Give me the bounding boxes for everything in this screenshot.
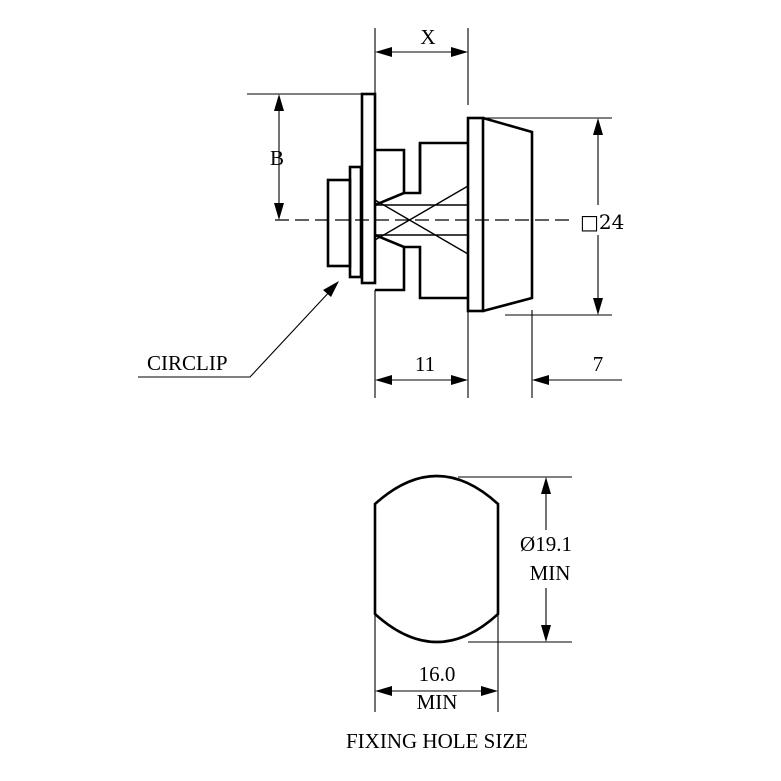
cylinder-tip [326,178,352,268]
hole-width-min-label: MIN [417,690,458,714]
hole-diameter-min-label: MIN [530,561,571,585]
fixing-hole-outline [373,474,500,644]
hole-width-label: 16.0 [419,662,456,686]
dim-x-label: X [420,25,435,49]
dimension-width: 16.0 MIN [374,614,499,714]
dim-b-label: B [270,146,284,170]
circlip-label: CIRCLIP [147,351,228,375]
dimension-square-24: □24 [483,117,624,316]
lock-side-view [275,92,575,313]
circlip-ring [348,165,363,279]
fixing-hole-caption: FIXING HOLE SIZE [346,729,528,753]
dimension-b: B [247,93,362,220]
dim-square-label: □24 [580,210,624,234]
dimension-11: 11 [374,290,469,398]
dim-7-label: 7 [593,352,604,376]
circlip-leader: CIRCLIP [138,281,339,378]
bezel-face [482,116,534,313]
panel-plate [360,92,377,285]
dimension-7: 7 [531,310,622,398]
bezel-flange [466,116,485,313]
threaded-body [374,141,469,300]
hole-diameter-label: Ø19.1 [520,532,572,556]
fixing-hole-view [373,474,500,644]
dimension-diameter: Ø19.1 MIN [458,476,572,643]
dimension-x: X [374,25,469,105]
dim-11-label: 11 [415,352,435,376]
